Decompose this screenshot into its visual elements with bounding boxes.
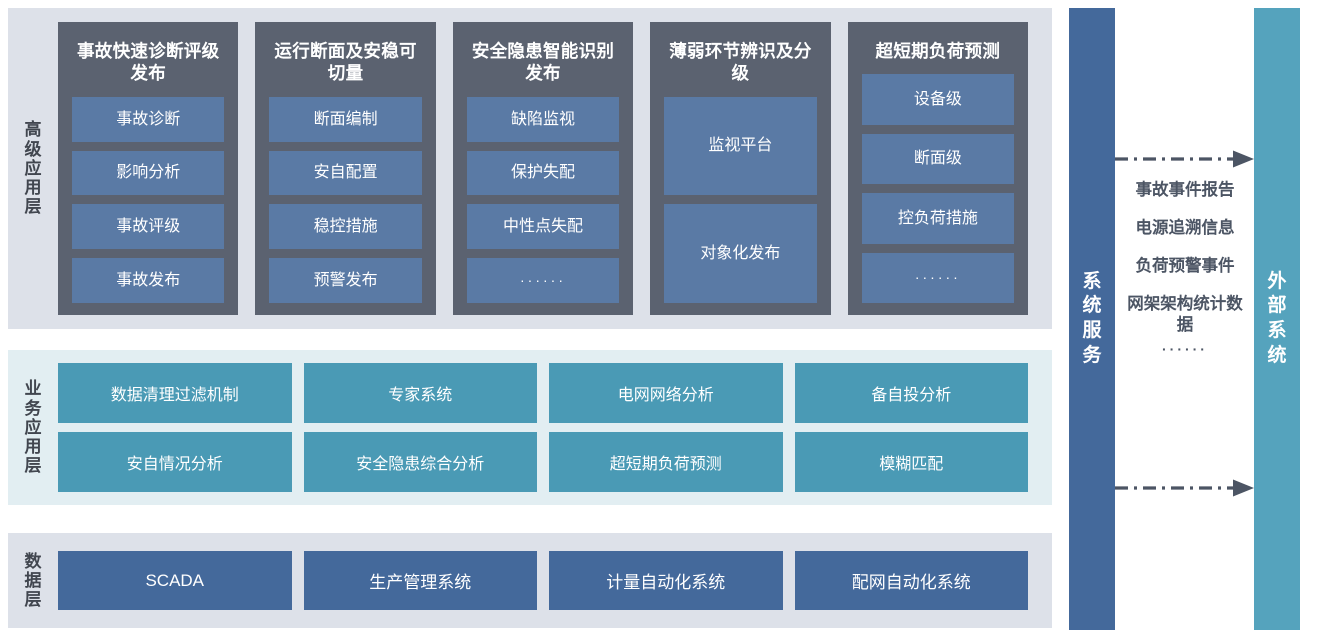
system-service-bar[interactable]: 系统服务 (1069, 8, 1115, 630)
business-box[interactable]: 超短期负荷预测 (549, 432, 783, 492)
item-box[interactable]: 控负荷措施 (861, 193, 1015, 244)
item-box[interactable]: 事故发布 (72, 258, 225, 304)
column-items: 缺陷监视 保护失配 中性点失配 ······ (466, 96, 620, 304)
data-box[interactable]: 配网自动化系统 (794, 551, 1028, 610)
flow-label: 事故事件报告 (1135, 181, 1235, 199)
business-box[interactable]: 备自投分析 (794, 363, 1028, 423)
item-box[interactable]: 事故评级 (72, 204, 225, 250)
external-system-label: 外部系统 (1267, 270, 1287, 366)
column-title: 薄弱环节辨识及分级 (669, 41, 812, 84)
item-box[interactable]: 断面级 (861, 133, 1015, 185)
business-box[interactable]: 数据清理过滤机制 (58, 363, 292, 423)
flow-label-list: 事故事件报告 电源追溯信息 负荷预警事件 网架架构统计数据 ······ (1120, 180, 1250, 358)
flow-area (1115, 8, 1254, 630)
column-weak-link[interactable]: 薄弱环节辨识及分级 监视平台 对象化发布 (650, 22, 831, 315)
item-box[interactable]: 监视平台 (664, 96, 817, 196)
item-box[interactable]: 影响分析 (72, 150, 225, 196)
item-box[interactable]: 断面编制 (269, 96, 422, 142)
item-box[interactable]: 对象化发布 (664, 204, 817, 303)
business-box[interactable]: 模糊匹配 (794, 432, 1028, 492)
system-service-label: 系统服务 (1082, 270, 1102, 366)
flow-label: 负荷预警事件 (1135, 257, 1235, 276)
business-boxes: 数据清理过滤机制 专家系统 电网网络分析 备自投分析 安自情况分析 安全隐患综合… (58, 350, 1052, 505)
data-layer: 数据层 SCADA 生产管理系统 计量自动化系统 配网自动化系统 (8, 533, 1052, 628)
column-items: 监视平台 对象化发布 (664, 96, 817, 303)
advanced-application-layer: 高级应用层 事故快速诊断评级发布 事故诊断 影响分析 事故评级 事故发布 运行断… (8, 8, 1052, 329)
item-box[interactable]: 稳控措施 (269, 204, 422, 250)
item-box-ellipsis[interactable]: ······ (861, 252, 1015, 304)
column-safety-hazard[interactable]: 安全隐患智能识别发布 缺陷监视 保护失配 中性点失配 ······ (452, 22, 634, 315)
layer-label-data-text: 数据层 (24, 551, 42, 610)
column-title: 运行断面及安稳可切量 (274, 41, 417, 84)
external-system-bar[interactable]: 外部系统 (1254, 8, 1300, 630)
item-box[interactable]: 中性点失配 (466, 204, 620, 250)
layer-label-business-text: 业务应用层 (24, 379, 42, 476)
flow-label-ellipsis: ······ (1162, 340, 1208, 357)
arrow-right-top-icon (1115, 150, 1254, 168)
column-items: 断面编制 安自配置 稳控措施 预警发布 (269, 96, 422, 304)
data-boxes: SCADA 生产管理系统 计量自动化系统 配网自动化系统 (58, 533, 1052, 628)
layer-label-business: 业务应用层 (8, 350, 58, 505)
layer-label-advanced-text: 高级应用层 (24, 120, 42, 217)
item-box-ellipsis[interactable]: ······ (466, 258, 620, 304)
item-box[interactable]: 缺陷监视 (466, 96, 620, 142)
advanced-columns: 事故快速诊断评级发布 事故诊断 影响分析 事故评级 事故发布 运行断面及安稳可切… (58, 8, 1052, 329)
layer-label-advanced: 高级应用层 (8, 8, 58, 329)
flow-label: 电源追溯信息 (1135, 219, 1235, 238)
column-title: 安全隐患智能识别发布 (471, 41, 615, 84)
data-box[interactable]: SCADA (58, 551, 292, 610)
business-box[interactable]: 安自情况分析 (58, 432, 292, 492)
column-title: 事故快速诊断评级发布 (77, 41, 220, 84)
column-items: 设备级 断面级 控负荷措施 ······ (861, 74, 1015, 304)
business-application-layer: 业务应用层 数据清理过滤机制 专家系统 电网网络分析 备自投分析 安自情况分析 … (8, 350, 1052, 505)
business-box[interactable]: 安全隐患综合分析 (303, 432, 537, 492)
column-accident-diagnosis[interactable]: 事故快速诊断评级发布 事故诊断 影响分析 事故评级 事故发布 (58, 22, 239, 315)
item-box[interactable]: 保护失配 (466, 150, 620, 196)
item-box[interactable]: 安自配置 (269, 150, 422, 196)
business-box[interactable]: 专家系统 (303, 363, 537, 423)
item-box[interactable]: 预警发布 (269, 258, 422, 304)
column-operating-section[interactable]: 运行断面及安稳可切量 断面编制 安自配置 稳控措施 预警发布 (255, 22, 436, 315)
arrow-right-bottom-icon (1115, 479, 1254, 497)
column-items: 事故诊断 影响分析 事故评级 事故发布 (72, 96, 225, 304)
column-title: 超短期负荷预测 (875, 41, 1001, 61)
layer-label-data: 数据层 (8, 533, 58, 628)
item-box[interactable]: 设备级 (861, 74, 1015, 125)
item-box[interactable]: 事故诊断 (72, 96, 225, 142)
data-box[interactable]: 计量自动化系统 (549, 551, 783, 610)
column-ultra-short-term-load[interactable]: 超短期负荷预测 设备级 断面级 控负荷措施 ······ (847, 22, 1029, 315)
business-box[interactable]: 电网网络分析 (549, 363, 783, 423)
data-box[interactable]: 生产管理系统 (303, 551, 537, 610)
flow-label: 网架架构统计数据 (1127, 295, 1243, 334)
